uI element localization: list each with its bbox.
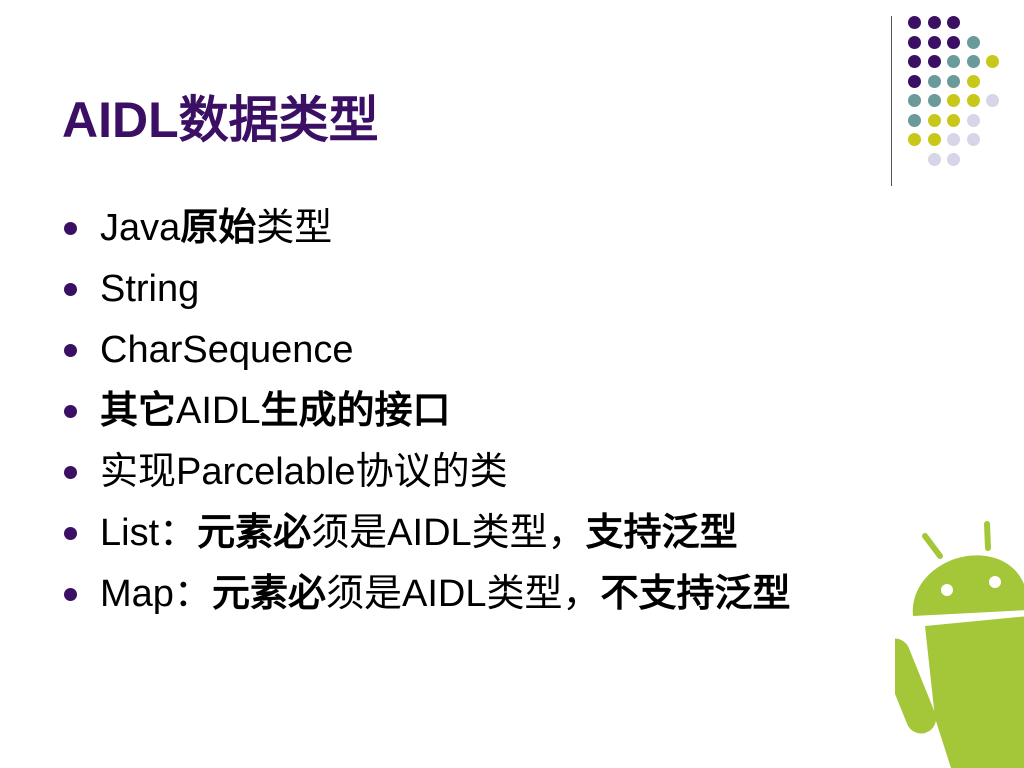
bullet-item: Java原始类型: [62, 198, 790, 259]
bullet-text-segment: 生成的接口: [260, 390, 451, 432]
decorative-dot: [947, 113, 960, 127]
decorative-dot: [947, 74, 960, 88]
bullet-marker: [64, 222, 77, 235]
bullet-text-segment: 元素必: [197, 512, 312, 554]
decorative-dot: [947, 16, 960, 29]
bullet-text-segment: 类型，: [486, 573, 601, 615]
bullet-text-segment: CharSequence: [100, 329, 354, 371]
decorative-dot: [927, 113, 941, 127]
decorative-dot: [966, 55, 980, 68]
bullet-text-segment: Parcelable: [176, 451, 356, 493]
decorative-dot: [966, 113, 980, 127]
decorative-dot: [947, 133, 960, 146]
bullet-item: 其它AIDL生成的接口: [62, 381, 790, 442]
decorative-dot: [908, 113, 921, 127]
decorative-dot: [986, 94, 999, 107]
decorative-dot: [908, 35, 921, 49]
decorative-dot: [927, 152, 941, 166]
bullet-text-segment: AIDL: [401, 573, 487, 615]
decorative-dot: [908, 74, 921, 88]
bullet-text-segment: 其它: [100, 390, 177, 432]
decorative-dot: [908, 16, 921, 29]
bullet-marker: [64, 283, 77, 296]
decorative-dot: [927, 133, 941, 146]
bullet-item: Map：元素必须是AIDL类型，不支持泛型: [62, 564, 790, 625]
decorative-dot: [986, 55, 999, 68]
decorative-dot: [927, 35, 941, 49]
decorative-dot: [908, 133, 921, 146]
decorative-dot: [966, 94, 980, 107]
decorative-dot: [927, 74, 941, 88]
decorative-dot: [908, 94, 921, 107]
bullet-text-segment: AIDL: [387, 512, 472, 554]
bullet-text-segment: Map：: [100, 573, 212, 615]
decorative-dot: [947, 94, 960, 107]
bullet-item: List：元素必须是AIDL类型，支持泛型: [62, 503, 790, 564]
decorative-dot: [927, 94, 941, 107]
bullet-marker: [64, 588, 77, 601]
bullet-text-segment: AIDL: [176, 390, 261, 432]
slide-title: AIDL数据类型: [62, 92, 379, 148]
bullet-marker: [64, 405, 77, 418]
decorative-dot: [966, 74, 980, 88]
header-divider-line: [891, 16, 892, 186]
bullet-item: 实现Parcelable协议的类: [62, 442, 790, 503]
bullet-text-segment: 原始: [180, 207, 257, 249]
bullet-marker: [64, 466, 77, 479]
bullet-text-segment: 须是: [311, 512, 388, 554]
bullet-text-segment: 类型，: [471, 512, 586, 554]
android-robot-icon: [895, 521, 1024, 768]
bullet-text-segment: 实现: [100, 451, 177, 493]
bullet-text-segment: 协议的类: [355, 451, 508, 493]
bullet-text-segment: 元素必: [211, 573, 326, 615]
decorative-dot: [966, 35, 980, 49]
decorative-dot: [947, 152, 960, 166]
decorative-dot: [908, 55, 921, 68]
bullet-item: String: [62, 259, 790, 320]
decorative-dot: [947, 55, 960, 68]
decorative-dot: [927, 55, 941, 68]
bullet-text-segment: 不支持泛型: [600, 573, 791, 615]
bullet-text-segment: String: [100, 268, 200, 310]
decorative-dot: [947, 35, 960, 49]
bullet-text-segment: 须是: [325, 573, 402, 615]
decorative-dot-grid: [908, 16, 1018, 166]
decorative-dot: [966, 133, 980, 146]
bullet-item: CharSequence: [62, 320, 790, 381]
bullet-marker: [64, 527, 77, 540]
bullet-text-segment: 类型: [256, 207, 333, 249]
decorative-dot: [927, 16, 941, 29]
bullet-text-segment: 支持泛型: [585, 512, 738, 554]
bullet-text-segment: Java: [100, 207, 181, 249]
bullet-marker: [64, 344, 77, 357]
bullet-text-segment: List：: [100, 512, 198, 554]
